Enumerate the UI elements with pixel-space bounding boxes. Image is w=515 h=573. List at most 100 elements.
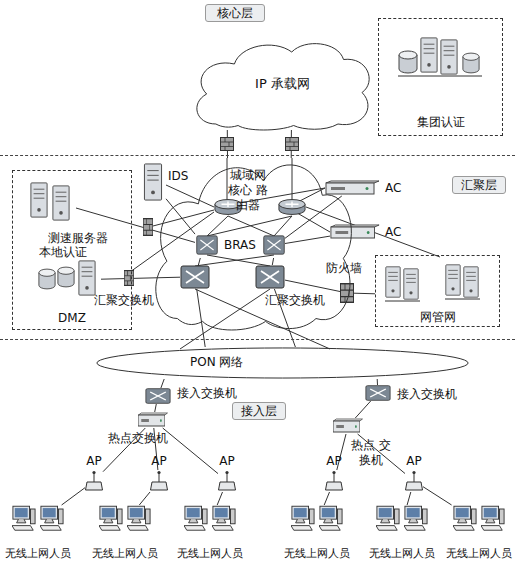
bras-switch-wire xyxy=(195,255,274,266)
firewall-icon xyxy=(286,138,299,151)
layer-band: 汇聚层DMZ测速服务器本地认证IDS城域网 核心 路由器BRASACAC防火墙汇… xyxy=(0,156,515,340)
layer-label: 接入层 xyxy=(232,402,286,420)
user-group: 无线上网人员 xyxy=(8,505,68,540)
user-group: 无线上网人员 xyxy=(372,505,432,540)
bras-node: BRAS xyxy=(195,232,285,258)
node-label: 无线上网人员 xyxy=(367,546,437,561)
server-icon xyxy=(421,38,437,72)
node-label: IP 承载网 xyxy=(190,76,375,91)
ap-node: AP xyxy=(218,470,236,492)
ac-icon xyxy=(326,181,379,194)
router-nms-wire xyxy=(306,207,440,257)
ap-node: AP xyxy=(325,470,343,492)
node-label: AP xyxy=(213,454,241,469)
network-link xyxy=(198,258,200,265)
node-label: 无线上网人员 xyxy=(175,546,245,561)
node-label: 无线上网人员 xyxy=(3,546,73,561)
node-label: 热点交换机 xyxy=(108,431,180,446)
switch-icon xyxy=(181,266,209,288)
computer-icon xyxy=(184,506,207,530)
network-link xyxy=(355,401,370,418)
storage-icon xyxy=(58,267,74,287)
layer-band: 核心层 IP 承载网集团认证 xyxy=(0,0,515,156)
bras-icon xyxy=(197,236,218,254)
switch-icon xyxy=(366,386,390,401)
node-label: AP xyxy=(400,454,428,469)
server-icon xyxy=(464,267,478,297)
ac-node: AC xyxy=(325,180,380,196)
layer-label: 核心层 xyxy=(205,4,265,22)
network-link xyxy=(62,488,85,505)
node-label: AC xyxy=(385,181,411,196)
user-group: 无线上网人员 xyxy=(449,505,509,540)
server-icon xyxy=(441,40,457,74)
computer-icon xyxy=(319,506,342,530)
ap-icon xyxy=(86,471,103,490)
ellipse-outline xyxy=(95,347,470,379)
user-group: 无线上网人员 xyxy=(287,505,347,540)
zone-box: 集团认证 xyxy=(378,18,503,136)
switch-node: 接入交换机 xyxy=(365,385,391,401)
network-link xyxy=(324,492,329,505)
hotspot-switch-icon xyxy=(139,413,168,426)
computer-icon xyxy=(12,506,35,530)
zone-box: 网管网 xyxy=(375,255,500,327)
storage-icon xyxy=(463,53,479,73)
network-link xyxy=(377,379,378,385)
router-dmz-wire xyxy=(130,185,214,272)
node-label: 无线上网人员 xyxy=(444,546,514,561)
node-label: AP xyxy=(320,454,348,469)
server-icon xyxy=(53,186,69,220)
node-label: PON 网络 xyxy=(190,355,260,370)
node-label: 热点 交换机 xyxy=(351,438,391,468)
computer-icon xyxy=(404,506,427,530)
firewall-node: 防火墙 xyxy=(340,283,354,303)
server-icon xyxy=(386,267,400,297)
network-link xyxy=(423,487,452,505)
ap-node: AP xyxy=(85,470,103,492)
switch-node: 接入交换机 xyxy=(145,388,171,404)
ap-icon xyxy=(406,471,423,490)
node-label: 无线上网人员 xyxy=(90,546,160,561)
computer-icon xyxy=(99,506,122,530)
server-node: 本地认证 xyxy=(36,261,101,299)
server-icon xyxy=(31,183,47,217)
user-group: 无线上网人员 xyxy=(95,505,155,540)
network-link xyxy=(163,428,218,474)
node-label: 城域网 核心 路由器 xyxy=(228,168,268,213)
network-link xyxy=(217,492,222,505)
network-link xyxy=(197,289,206,347)
layer-label: 汇聚层 xyxy=(452,176,506,194)
node-label: 无线上网人员 xyxy=(282,546,352,561)
network-link xyxy=(285,236,330,243)
network-link xyxy=(407,492,411,505)
network-link xyxy=(354,293,375,295)
node-label: 集团认证 xyxy=(379,115,502,130)
computer-icon xyxy=(127,506,150,530)
firewall-icon xyxy=(143,219,152,236)
storage-icon xyxy=(39,269,55,289)
ap-node: AP xyxy=(405,470,423,492)
switch-node: 汇聚交换机 xyxy=(255,265,285,289)
node-label: DMZ xyxy=(13,311,131,326)
computer-icon xyxy=(212,506,235,530)
computer-icon xyxy=(40,506,63,530)
node-label: 测速服务器 xyxy=(48,231,120,246)
node-label: 接入交换机 xyxy=(177,386,249,401)
switch-node: 热点 交换机 xyxy=(333,418,363,434)
node-label: 网管网 xyxy=(376,310,499,325)
network-link xyxy=(101,277,180,279)
bras-icon xyxy=(264,236,285,254)
node-label: AP xyxy=(80,454,108,469)
cloud-path xyxy=(156,165,352,330)
node-label: 接入交换机 xyxy=(397,387,469,402)
network-link xyxy=(161,379,164,388)
ap-node: AP xyxy=(150,470,168,492)
computer-icon xyxy=(291,506,314,530)
server-node: 测速服务器 xyxy=(31,179,76,224)
computer-icon xyxy=(453,506,476,530)
ac-icon xyxy=(331,225,379,238)
firewall-icon xyxy=(124,271,133,286)
network-link xyxy=(155,404,157,412)
